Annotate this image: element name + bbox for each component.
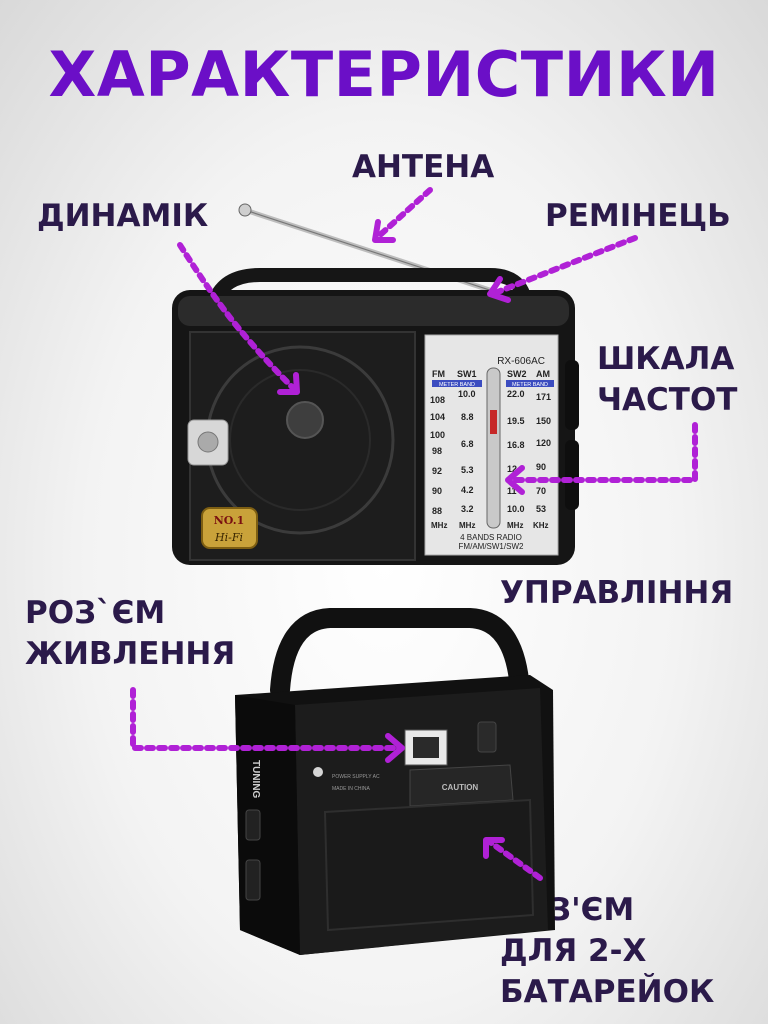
label-controls: УПРАВЛІННЯ	[500, 575, 734, 611]
fm-100: 100	[430, 430, 445, 440]
radio-back: TUNING CAUTION POWER SUPPLY AC MADE IN C…	[235, 608, 555, 955]
label-antenna: АНТЕНА	[352, 149, 495, 185]
arrow-power	[130, 687, 403, 751]
page-title: ХАРАКТЕРИСТИКИ	[48, 38, 720, 111]
label-speaker: ДИНАМІК	[37, 198, 209, 234]
badge-bottom-text: Hi-Fi	[214, 531, 243, 544]
am-171: 171	[536, 392, 551, 402]
tuning-needle	[490, 410, 497, 434]
fm-108: 108	[430, 395, 445, 405]
sw2-10: 10.0	[507, 504, 525, 514]
am-53: 53	[536, 504, 546, 514]
sw1-4-2: 4.2	[461, 485, 474, 495]
label-scale-line1: ШКАЛА	[597, 341, 735, 377]
fm-98: 98	[432, 446, 442, 456]
screw	[313, 767, 323, 777]
sw1-10: 10.0	[458, 389, 476, 399]
side-port	[245, 859, 261, 901]
unit-fm: MHz	[431, 521, 447, 530]
sw1-8-8: 8.8	[461, 412, 474, 422]
sw2-11: 11	[507, 486, 517, 496]
tuning-label: TUNING	[250, 760, 261, 799]
arrows	[130, 187, 698, 881]
meter-band-right: METER BAND	[512, 382, 548, 388]
side-panel	[235, 695, 300, 955]
am-70: 70	[536, 486, 546, 496]
model-label: RX-606AC	[497, 356, 545, 367]
unit-sw1: MHz	[459, 521, 475, 530]
band-am: AM	[536, 369, 550, 379]
arrow-speaker	[177, 242, 298, 393]
label-scale-line2: ЧАСТОТ	[597, 382, 738, 418]
badge-top-text: NO.1	[214, 514, 244, 527]
back-strap	[270, 608, 530, 700]
tuning-knob	[565, 440, 579, 510]
sw2-19-5: 19.5	[507, 416, 525, 426]
antenna-tip	[238, 203, 252, 217]
tuning-slot	[486, 367, 501, 529]
label-strap: РЕМІНЕЦЬ	[545, 198, 731, 234]
am-90: 90	[536, 462, 546, 472]
hifi-badge	[201, 507, 258, 549]
sw2-12: 12	[507, 464, 517, 474]
band-sw2: SW2	[507, 369, 527, 379]
meter-band-left: METER BAND	[439, 382, 475, 388]
volume-knob	[565, 360, 579, 430]
arrow-strap	[492, 235, 638, 296]
label-battery-line3: БАТАРЕЙОК	[500, 974, 715, 1010]
label-power-line2: ЖИВЛЕННЯ	[25, 636, 236, 672]
sw2-16-8: 16.8	[507, 440, 525, 450]
sw1-5-3: 5.3	[461, 465, 474, 475]
strap	[208, 268, 532, 307]
battery-compartment	[323, 798, 535, 932]
arrow-scale	[507, 422, 698, 483]
band-sw1: SW1	[457, 369, 477, 379]
band-fm: FM	[432, 369, 445, 379]
fm-90: 90	[432, 486, 442, 496]
am-120: 120	[536, 438, 551, 448]
fm-92: 92	[432, 466, 442, 476]
label-battery-line2: ДЛЯ 2-Х	[500, 933, 647, 969]
power-supply-text: POWER SUPPLY AC	[332, 774, 380, 780]
footer-line2: FM/AM/SW1/SW2	[459, 542, 524, 551]
fm-104: 104	[430, 412, 445, 422]
arrow-antenna	[377, 187, 433, 238]
sw1-3-2: 3.2	[461, 504, 474, 514]
unit-sw2: MHz	[507, 521, 523, 530]
radio-front: NO.1 Hi-Fi RX-606AC FM SW1 SW2 AM METER …	[172, 203, 579, 565]
am-150: 150	[536, 416, 551, 426]
fm-88: 88	[432, 506, 442, 516]
label-power-line1: РОЗ`ЄМ	[25, 595, 166, 631]
unit-am: KHz	[533, 521, 549, 530]
side-switch	[245, 809, 261, 841]
caution-text: CAUTION	[442, 783, 479, 792]
footer-line1: 4 BANDS RADIO	[460, 533, 522, 542]
sw1-6-8: 6.8	[461, 439, 474, 449]
arrow-battery	[487, 839, 543, 881]
speaker-cone	[286, 401, 324, 439]
sw2-22: 22.0	[507, 389, 525, 399]
made-in-text: MADE IN CHINA	[332, 786, 370, 792]
